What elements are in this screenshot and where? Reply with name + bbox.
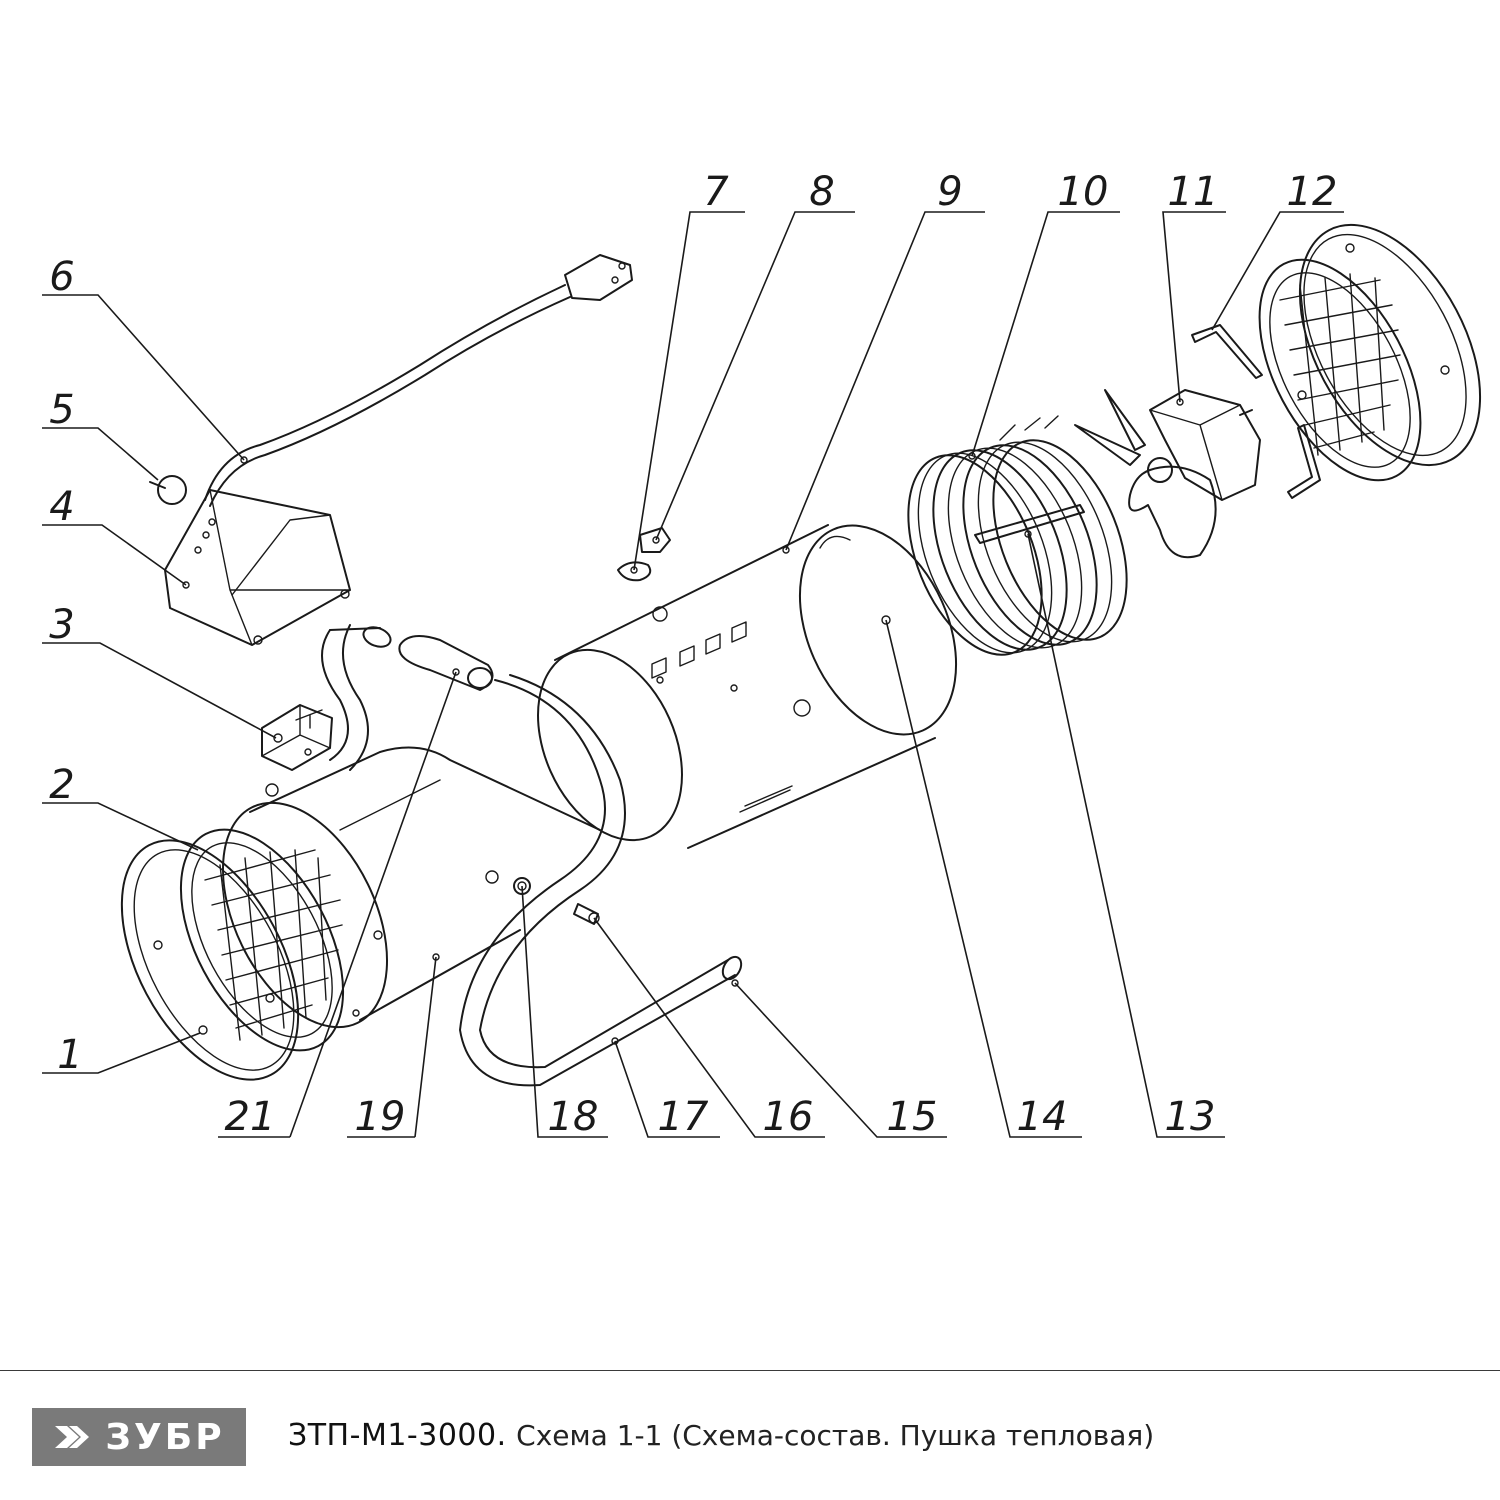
callout-19: 19 — [347, 956, 437, 1140]
part-rear-ring — [1298, 223, 1482, 467]
callout-number: 6 — [49, 254, 74, 300]
part-front-housing — [221, 746, 601, 1029]
brand-name: ЗУБР — [105, 1416, 225, 1458]
part-clip — [639, 527, 671, 553]
callout-7: 7 — [633, 169, 745, 571]
part-switch — [261, 704, 333, 771]
callout-number: 8 — [809, 169, 834, 215]
brand-arrow-icon — [55, 1426, 90, 1448]
callout-18: 18 — [521, 885, 608, 1140]
callout-11: 11 — [1162, 169, 1226, 403]
part-rear-housing — [537, 524, 958, 849]
part-rear-grille — [1258, 258, 1422, 482]
callout-15: 15 — [734, 982, 947, 1140]
footer-divider — [0, 1370, 1500, 1371]
callout-number: 10 — [1058, 169, 1109, 215]
part-control-box — [164, 489, 351, 646]
exploded-parts-diagram: 1 2 3 4 5 6 7 8 9 10 11 12 — [42, 169, 1482, 1140]
part-handle — [321, 624, 743, 1087]
callout-number: 21 — [225, 1094, 276, 1140]
callout-14: 14 — [885, 619, 1082, 1140]
part-bracket-lower — [1287, 424, 1321, 499]
part-bolt — [573, 903, 600, 925]
callout-17: 17 — [614, 1040, 720, 1140]
callout-number: 11 — [1168, 169, 1219, 215]
part-power-cord — [204, 254, 633, 507]
callout-8: 8 — [655, 169, 855, 541]
callout-number: 13 — [1165, 1094, 1216, 1140]
callout-number: 2 — [49, 762, 74, 808]
callout-number: 18 — [548, 1094, 599, 1140]
callout-number: 12 — [1287, 169, 1338, 215]
part-bracket-upper — [1191, 324, 1263, 379]
callout-3: 3 — [42, 602, 277, 739]
part-front-grille — [179, 828, 345, 1052]
brand-logo: ЗУБР — [32, 1408, 246, 1466]
callout-number: 15 — [887, 1094, 938, 1140]
callout-number: 14 — [1017, 1094, 1068, 1140]
callout-number: 16 — [763, 1094, 814, 1140]
callout-4: 4 — [42, 484, 187, 586]
callout-21: 21 — [218, 671, 457, 1140]
model-number: ЗТП-М1-3000. — [288, 1418, 507, 1453]
callout-13: 13 — [1027, 533, 1225, 1140]
part-fan-motor — [1074, 389, 1261, 559]
callout-10: 10 — [971, 169, 1120, 457]
callout-number: 4 — [49, 484, 74, 530]
callout-12: 12 — [1211, 169, 1344, 331]
part-handle-grip — [398, 635, 494, 691]
callout-5: 5 — [42, 387, 159, 481]
callout-number: 5 — [49, 387, 74, 433]
part-heating-element — [907, 415, 1128, 656]
part-front-ring — [120, 839, 300, 1081]
scheme-description: Схема 1-1 (Схема-состав. Пушка тепловая) — [516, 1419, 1155, 1452]
part-knob — [149, 475, 187, 505]
callout-number: 9 — [937, 169, 962, 215]
callout-number: 3 — [49, 602, 74, 648]
callout-1: 1 — [42, 1032, 201, 1078]
callout-16: 16 — [593, 917, 825, 1140]
callout-number: 19 — [355, 1094, 406, 1140]
callout-number: 1 — [57, 1032, 82, 1078]
callout-number: 17 — [658, 1094, 709, 1140]
footer-caption: ЗТП-М1-3000. Схема 1-1 (Схема-состав. Пу… — [288, 1418, 1154, 1453]
callout-2: 2 — [42, 762, 199, 851]
callout-number: 7 — [703, 169, 729, 215]
callout-9: 9 — [785, 169, 985, 551]
callout-6: 6 — [42, 254, 245, 461]
